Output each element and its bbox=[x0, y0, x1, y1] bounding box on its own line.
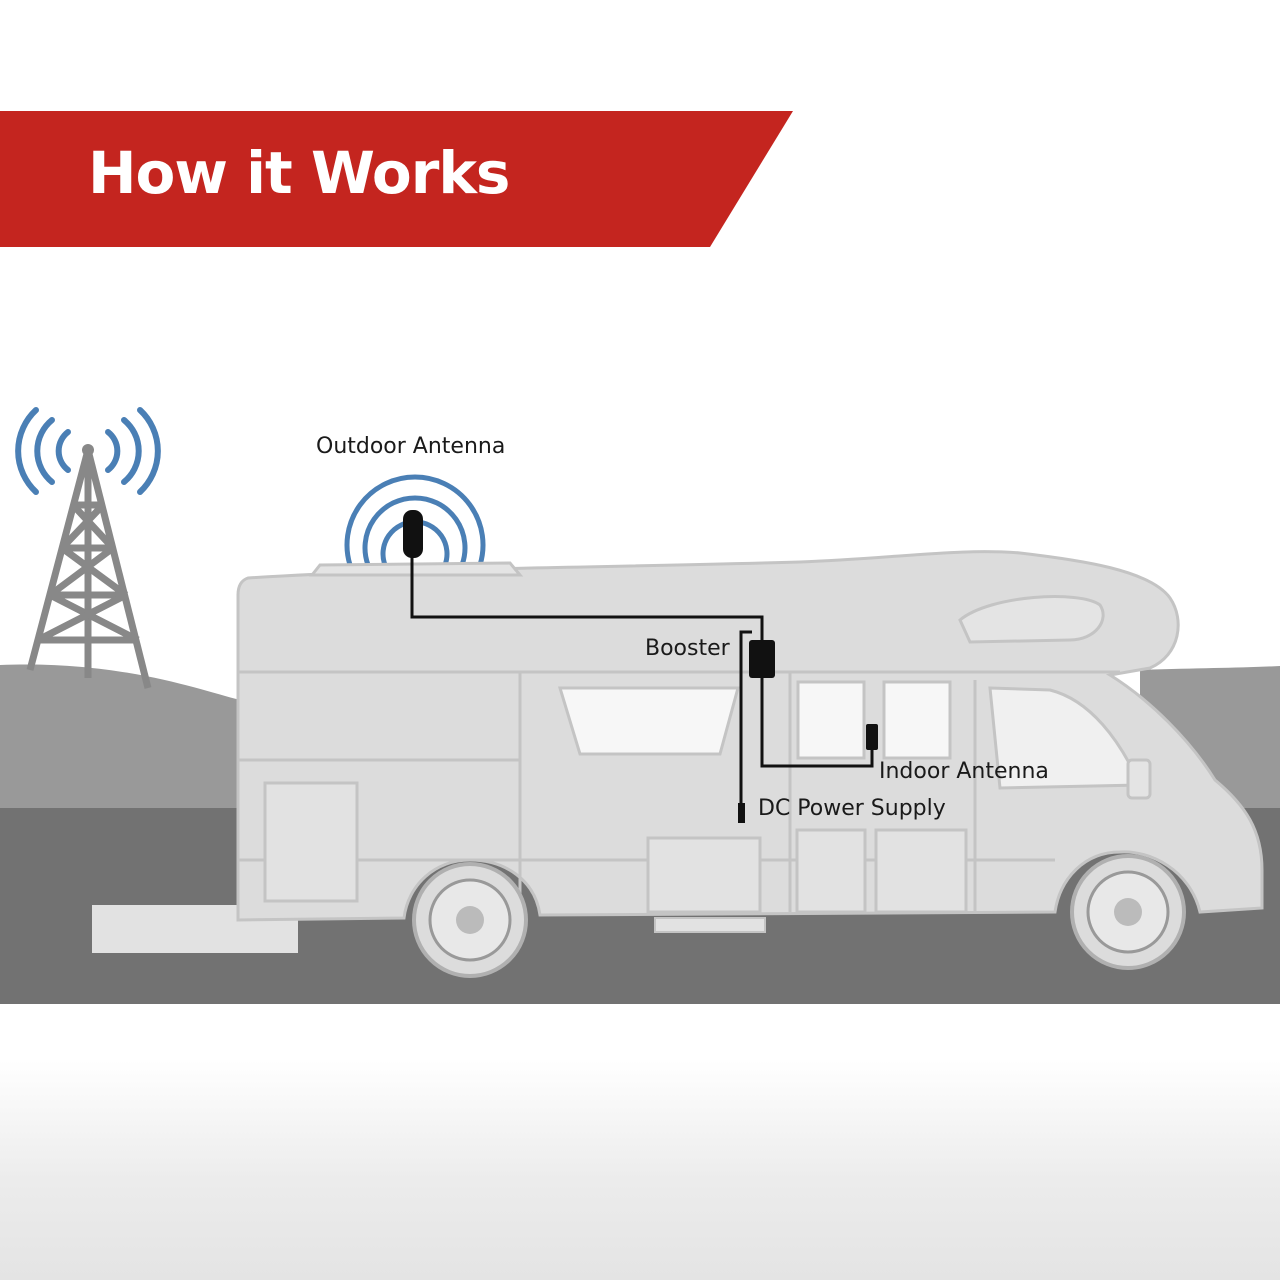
dc-power-plug-icon bbox=[738, 803, 745, 823]
booster-label: Booster bbox=[645, 636, 730, 661]
rv-bumper-skirt bbox=[654, 917, 766, 933]
rv-roof-vent bbox=[308, 561, 524, 577]
rv-storage-door bbox=[263, 781, 359, 903]
rv-window-left bbox=[796, 680, 866, 760]
page-title: How it Works bbox=[88, 139, 510, 207]
title-banner bbox=[0, 111, 800, 247]
rv-lower-panel-1 bbox=[646, 836, 762, 914]
rv-camper bbox=[236, 550, 1264, 922]
rv-front-wheel-icon bbox=[1070, 854, 1186, 970]
booster-device-icon bbox=[749, 640, 775, 678]
tower-top bbox=[82, 444, 94, 456]
rv-side-window bbox=[557, 686, 740, 756]
rv-side-mirror bbox=[1126, 758, 1152, 800]
rv-lower-panel-3 bbox=[874, 828, 968, 914]
indoor-antenna-label: Indoor Antenna bbox=[879, 759, 1049, 784]
signal-cables bbox=[410, 550, 874, 808]
rv-cab-overhang-window bbox=[958, 595, 1105, 644]
indoor-antenna-icon bbox=[866, 724, 878, 750]
rv-lower-panel-2 bbox=[795, 828, 867, 914]
banner-shape bbox=[0, 111, 793, 247]
cell-tower-icon bbox=[26, 449, 152, 689]
outdoor-antenna-icon bbox=[403, 510, 423, 558]
rv-window-right bbox=[882, 680, 952, 760]
dc-power-supply-label: DC Power Supply bbox=[758, 796, 946, 821]
tower-signal-waves-icon bbox=[15, 407, 161, 495]
outdoor-antenna-label: Outdoor Antenna bbox=[316, 434, 506, 459]
hill-background bbox=[0, 664, 240, 810]
rv-rear-wheel-icon bbox=[412, 862, 528, 978]
